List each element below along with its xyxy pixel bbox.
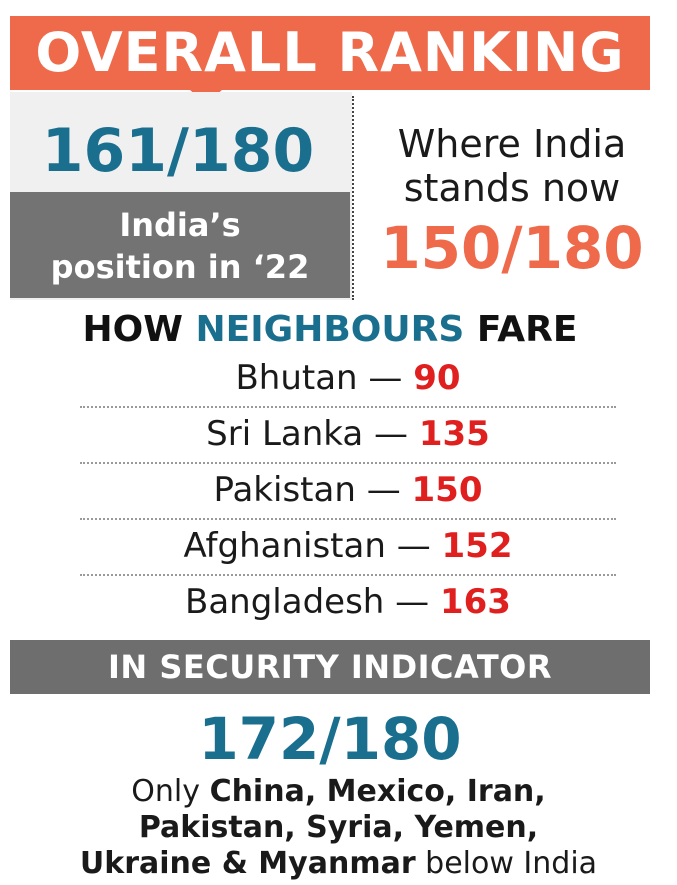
country-name: Bangladesh bbox=[185, 582, 385, 622]
separator: — bbox=[396, 526, 431, 566]
country-rank: 163 bbox=[439, 582, 511, 622]
india-now-label-line1: Where India bbox=[397, 122, 627, 166]
country-rank: 90 bbox=[413, 358, 461, 398]
india-2022-caption-box: India’s position in ‘22 bbox=[10, 192, 350, 298]
list-item: Bangladesh — 163 bbox=[80, 576, 616, 632]
header-title: OVERALL RANKING bbox=[35, 21, 625, 84]
neighbours-title-suffix: FARE bbox=[476, 309, 578, 350]
security-indicator-title: IN SECURITY INDICATOR bbox=[108, 648, 552, 686]
neighbours-title-prefix: HOW bbox=[82, 309, 183, 350]
india-now-rank: 150/180 bbox=[380, 214, 644, 282]
list-item: Bhutan — 90 bbox=[80, 352, 616, 408]
india-2022-caption: India’s position in ‘22 bbox=[10, 204, 350, 288]
country-rank: 150 bbox=[411, 470, 483, 510]
neighbours-list: Bhutan — 90 Sri Lanka — 135 Pakistan — 1… bbox=[80, 352, 616, 632]
india-now-label-line2: stands now bbox=[403, 166, 621, 210]
separator: — bbox=[374, 414, 409, 454]
security-rank: 172/180 bbox=[198, 705, 462, 773]
security-note-prefix: Only bbox=[131, 774, 201, 809]
neighbours-title-highlight: NEIGHBOURS bbox=[195, 309, 465, 350]
security-note-countries-2: Pakistan, Syria, Yemen, bbox=[138, 810, 539, 845]
separator: — bbox=[368, 358, 403, 398]
header-banner: OVERALL RANKING bbox=[10, 16, 650, 90]
country-rank: 135 bbox=[418, 414, 490, 454]
separator: — bbox=[395, 582, 430, 622]
country-name: Bhutan bbox=[235, 358, 358, 398]
security-note-countries-3: Ukraine & Myanmar bbox=[79, 846, 416, 881]
country-name: Afghanistan bbox=[183, 526, 386, 566]
country-rank: 152 bbox=[441, 526, 513, 566]
country-name: Pakistan bbox=[213, 470, 356, 510]
vertical-divider bbox=[352, 96, 354, 300]
india-now-label: Where India stands now bbox=[362, 122, 662, 210]
list-item: Afghanistan — 152 bbox=[80, 520, 616, 576]
security-note: Only China, Mexico, Iran, Pakistan, Syri… bbox=[0, 774, 677, 882]
india-2022-rank: 161/180 bbox=[41, 116, 315, 186]
india-2022-caption-line1: India’s bbox=[119, 206, 241, 244]
security-note-suffix: below India bbox=[425, 846, 598, 881]
security-indicator-band: IN SECURITY INDICATOR bbox=[10, 640, 650, 694]
neighbours-title: HOW NEIGHBOURS FARE bbox=[10, 306, 650, 354]
security-note-countries-1: China, Mexico, Iran, bbox=[209, 774, 546, 809]
separator: — bbox=[366, 470, 401, 510]
list-item: Sri Lanka — 135 bbox=[80, 408, 616, 464]
list-item: Pakistan — 150 bbox=[80, 464, 616, 520]
country-name: Sri Lanka bbox=[206, 414, 364, 454]
india-2022-caption-line2: position in ‘22 bbox=[50, 248, 310, 286]
